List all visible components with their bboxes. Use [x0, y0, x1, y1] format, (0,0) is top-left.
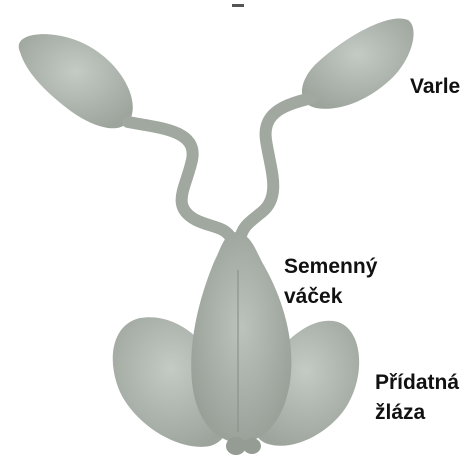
left-testis	[19, 34, 133, 128]
left-duct	[128, 122, 232, 240]
label-seminal-vesicle-line-2: váček	[284, 282, 377, 312]
label-seminal-vesicle: Semenný váček	[284, 252, 377, 312]
right-duct	[240, 98, 312, 240]
seminal-vesicle	[191, 232, 291, 444]
label-accessory-gland-line-2: žláza	[375, 398, 459, 428]
right-testis	[302, 19, 414, 109]
label-accessory-gland: Přídatná žláza	[375, 368, 459, 428]
label-seminal-vesicle-line-1: Semenný	[284, 252, 377, 282]
top-mark	[232, 4, 244, 7]
label-accessory-gland-line-1: Přídatná	[375, 368, 459, 398]
label-testis-text: Varle	[410, 72, 460, 102]
label-testis: Varle	[410, 72, 460, 102]
